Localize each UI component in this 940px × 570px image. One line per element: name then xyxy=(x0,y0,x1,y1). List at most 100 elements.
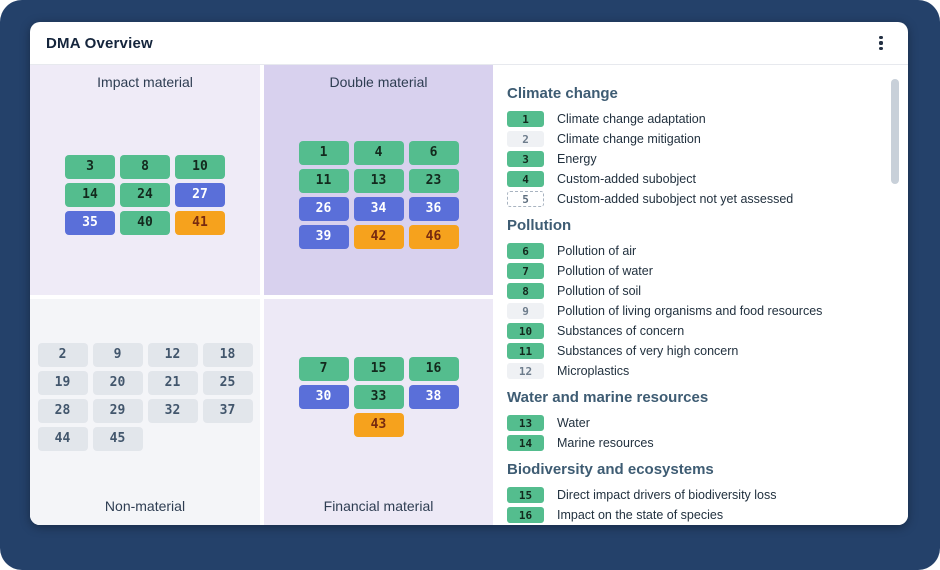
quadrant-label: Impact material xyxy=(97,74,193,90)
legend-chip-15: 15 xyxy=(507,487,544,503)
matrix-chip-10[interactable]: 10 xyxy=(175,154,225,179)
legend-chip-11: 11 xyxy=(507,343,544,359)
matrix-chip-45[interactable]: 45 xyxy=(92,426,143,451)
legend-item-label: Climate change adaptation xyxy=(557,112,706,126)
legend-item-label: Direct impact drivers of biodiversity lo… xyxy=(557,488,777,502)
matrix-chip-12[interactable]: 12 xyxy=(147,342,198,367)
legend-item[interactable]: 11 Substances of very high concern xyxy=(507,341,878,361)
matrix-chip-2[interactable]: 2 xyxy=(37,342,88,367)
legend-item-label: Custom-added subobject xyxy=(557,172,696,186)
matrix-chip-33[interactable]: 33 xyxy=(353,384,404,409)
legend-section-title: Pollution xyxy=(507,217,572,234)
matrix-chip-26[interactable]: 26 xyxy=(298,196,349,221)
matrix-chip-3[interactable]: 3 xyxy=(65,154,115,179)
matrix-chip-29[interactable]: 29 xyxy=(92,398,143,423)
matrix-chip-1[interactable]: 1 xyxy=(298,140,349,165)
legend-item[interactable]: 1 Climate change adaptation xyxy=(507,109,878,129)
matrix-chip-19[interactable]: 19 xyxy=(37,370,88,395)
legend-item-label: Pollution of soil xyxy=(557,284,642,298)
card-header: DMA Overview xyxy=(30,22,908,65)
matrix-chip-18[interactable]: 18 xyxy=(202,342,253,367)
legend-item-label: Energy xyxy=(557,152,597,166)
matrix-chip-7[interactable]: 7 xyxy=(298,356,349,381)
matrix-chip-13[interactable]: 13 xyxy=(353,168,404,193)
legend-item-label: Pollution of air xyxy=(557,244,637,258)
matrix-chip-43[interactable]: 43 xyxy=(353,412,404,437)
matrix-chip-9[interactable]: 9 xyxy=(92,342,143,367)
matrix-chip-35[interactable]: 35 xyxy=(65,210,115,235)
matrix-chip-41[interactable]: 41 xyxy=(175,210,225,235)
kebab-menu-icon[interactable] xyxy=(870,32,892,54)
matrix-chip-15[interactable]: 15 xyxy=(353,356,404,381)
matrix-chip-36[interactable]: 36 xyxy=(408,196,459,221)
scrollbar-thumb[interactable] xyxy=(891,79,899,184)
legend-chip-4: 4 xyxy=(507,171,544,187)
matrix-chip-27[interactable]: 27 xyxy=(175,182,225,207)
legend-chip-1: 1 xyxy=(507,111,544,127)
legend-item[interactable]: 15 Direct impact drivers of biodiversity … xyxy=(507,485,878,505)
matrix-chip-6[interactable]: 6 xyxy=(408,140,459,165)
legend-item-label: Pollution of water xyxy=(557,264,653,278)
matrix-chip-44[interactable]: 44 xyxy=(37,426,88,451)
legend-chip-3: 3 xyxy=(507,151,544,167)
legend-item[interactable]: 7 Pollution of water xyxy=(507,261,878,281)
matrix-chip-37[interactable]: 37 xyxy=(202,398,253,423)
legend-item[interactable]: 6 Pollution of air xyxy=(507,241,878,261)
matrix-chip-14[interactable]: 14 xyxy=(65,182,115,207)
legend-item[interactable]: 4 Custom-added subobject xyxy=(507,169,878,189)
legend-chip-5: 5 xyxy=(507,191,544,207)
legend-item[interactable]: 3 Energy xyxy=(507,149,878,169)
matrix-chip-46[interactable]: 46 xyxy=(408,224,459,249)
matrix-chip-30[interactable]: 30 xyxy=(298,384,349,409)
matrix-chip-28[interactable]: 28 xyxy=(37,398,88,423)
legend-chip-10: 10 xyxy=(507,323,544,339)
chip-row: 43 xyxy=(299,412,459,437)
matrix-chip-21[interactable]: 21 xyxy=(147,370,198,395)
matrix-chip-16[interactable]: 16 xyxy=(408,356,459,381)
matrix-chip-23[interactable]: 23 xyxy=(408,168,459,193)
matrix-chip-24[interactable]: 24 xyxy=(120,182,170,207)
matrix-chip-11[interactable]: 11 xyxy=(298,168,349,193)
legend-chip-13: 13 xyxy=(507,415,544,431)
matrix-chip-39[interactable]: 39 xyxy=(298,224,349,249)
quadrant-label: Financial material xyxy=(323,498,434,514)
matrix-chip-42[interactable]: 42 xyxy=(353,224,404,249)
matrix-chip-40[interactable]: 40 xyxy=(120,210,170,235)
legend-chip-7: 7 xyxy=(507,263,544,279)
matrix-chip-4[interactable]: 4 xyxy=(353,140,404,165)
matrix-chip-20[interactable]: 20 xyxy=(92,370,143,395)
matrix-chip-38[interactable]: 38 xyxy=(408,384,459,409)
legend-chip-2: 2 xyxy=(507,131,544,147)
legend-chip-6: 6 xyxy=(507,243,544,259)
matrix-chip-8[interactable]: 8 xyxy=(120,154,170,179)
matrix-chip-32[interactable]: 32 xyxy=(147,398,198,423)
legend-item-label: Pollution of living organisms and food r… xyxy=(557,304,823,318)
legend-item-label: Substances of concern xyxy=(557,324,685,338)
matrix-chip-25[interactable]: 25 xyxy=(202,370,253,395)
matrix-chip-34[interactable]: 34 xyxy=(353,196,404,221)
legend-item[interactable]: 10 Substances of concern xyxy=(507,321,878,341)
legend-item-label: Substances of very high concern xyxy=(557,344,739,358)
